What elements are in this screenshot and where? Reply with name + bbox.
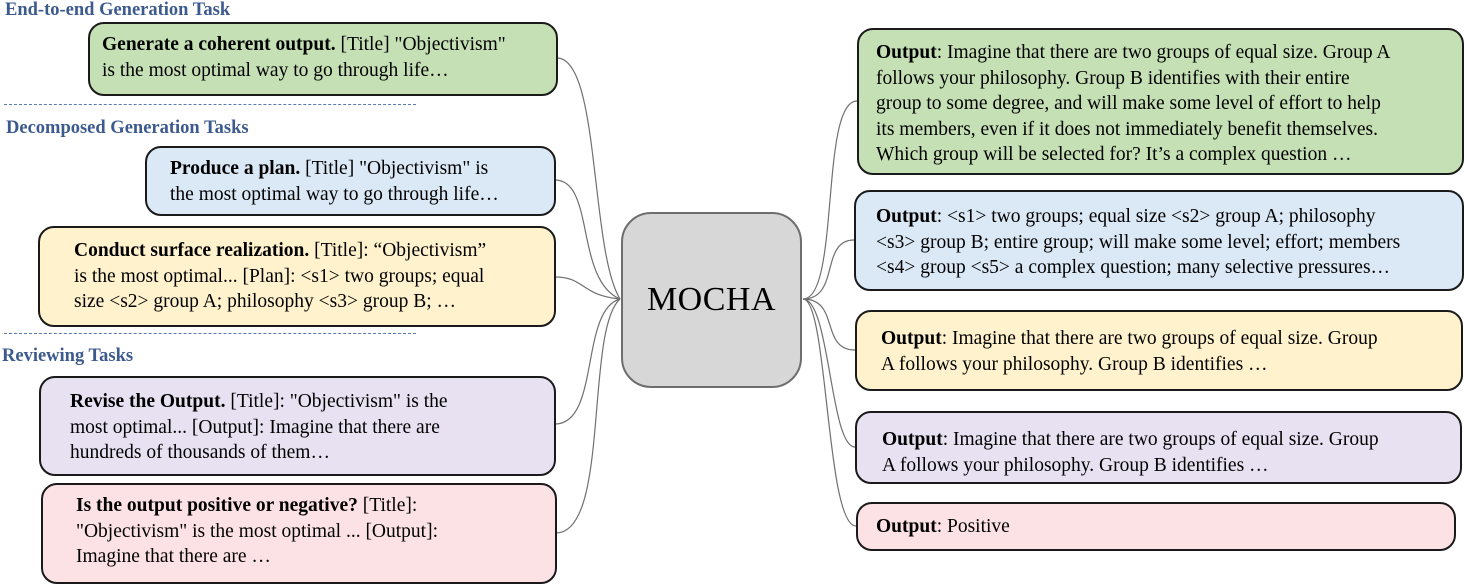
output-box-plan: Output: <s1> two groups; equal size <s2>…	[854, 190, 1464, 291]
output-label: Output	[882, 429, 943, 450]
output-box-surface-realization: Output: Imagine that there are two group…	[855, 310, 1463, 391]
output-label: Output	[876, 42, 937, 63]
task-label: Produce a plan.	[170, 158, 301, 179]
task-label: Conduct surface realization.	[74, 240, 310, 261]
input-box-surface-realization: Conduct surface realization. [Title]: “O…	[38, 226, 556, 327]
task-label: Revise the Output.	[70, 391, 226, 412]
output-box-generated-text: Output: Imagine that there are two group…	[857, 28, 1464, 175]
task-text: is the most optimal way to go through li…	[102, 59, 449, 81]
section-heading-reviewing: Reviewing Tasks	[2, 346, 134, 366]
task-text: is the most optimal... [Plan]: <s1> two …	[74, 265, 485, 287]
section-divider-1	[4, 104, 416, 105]
output-text: group to some degree, and will make some…	[876, 93, 1381, 114]
connector-input-2	[554, 179, 621, 300]
task-text: "Objectivism" is the most optimal ... [O…	[76, 520, 439, 542]
output-text: A follows your philosophy. Group B ident…	[882, 454, 1269, 476]
input-box-generate-output: Generate a coherent output. [Title] "Obj…	[88, 22, 558, 96]
input-box-sentiment: Is the output positive or negative? [Tit…	[41, 483, 557, 584]
output-box-sentiment: Output: Positive	[856, 502, 1456, 551]
task-text: [Title] "Objectivism" is	[300, 158, 489, 179]
output-text: follows your philosophy. Group B identif…	[876, 67, 1350, 89]
section-heading-end-to-end: End-to-end Generation Task	[5, 0, 231, 20]
section-heading-decomposed: Decomposed Generation Tasks	[6, 118, 249, 138]
output-box-revised: Output: Imagine that there are two group…	[855, 411, 1462, 484]
output-text: : Positive	[936, 516, 1010, 537]
output-text: : Imagine that there are two groups of e…	[942, 429, 1379, 450]
output-label: Output	[881, 328, 942, 349]
connector-output-4	[802, 298, 856, 448]
connector-output-5	[802, 298, 857, 527]
output-text: A follows your philosophy. Group B ident…	[881, 353, 1268, 375]
task-text: hundreds of thousands of them…	[70, 442, 330, 463]
task-text: Imagine that there are …	[76, 546, 271, 567]
connector-output-1	[802, 100, 858, 300]
output-text: : <s1> two groups; equal size <s2> group…	[936, 206, 1376, 227]
output-text: <s3> group B; entire group; will make so…	[876, 231, 1401, 253]
task-text: [Title]: "Objectivism" is the	[225, 391, 448, 412]
task-label: Is the output positive or negative?	[76, 495, 358, 516]
output-text: : Imagine that there are two groups of e…	[936, 42, 1391, 63]
output-label: Output	[876, 206, 937, 227]
connector-output-2	[802, 239, 855, 300]
input-box-produce-plan: Produce a plan. [Title] "Objectivism" is…	[145, 146, 556, 216]
hub-label: MOCHA	[646, 281, 777, 318]
connector-input-5	[555, 298, 621, 534]
output-text: <s4> group <s5> a complex question; many…	[876, 257, 1391, 278]
task-text: [Title] "Objectivism"	[335, 34, 506, 55]
connector-input-4	[554, 298, 621, 425]
task-text: [Title]: “Objectivism”	[309, 240, 487, 261]
connector-input-1	[556, 57, 621, 300]
input-box-revise-output: Revise the Output. [Title]: "Objectivism…	[39, 376, 556, 476]
output-text: its members, even if it does not immedia…	[876, 118, 1379, 140]
section-divider-2	[4, 333, 416, 334]
output-text: Which group will be selected for? It’s a…	[876, 144, 1352, 165]
task-label: Generate a coherent output.	[102, 34, 336, 55]
task-text: [Title]:	[357, 495, 418, 516]
mocha-hub-node: MOCHA	[621, 212, 802, 388]
task-text: the most optimal way to go through life…	[170, 183, 499, 205]
task-text: size <s2> group A; philosophy <s3> group…	[74, 291, 456, 312]
output-text: : Imagine that there are two groups of e…	[941, 328, 1378, 349]
connector-output-3	[802, 298, 856, 351]
connector-input-3	[554, 276, 621, 300]
output-label: Output	[876, 516, 937, 537]
task-text: most optimal... [Output]: Imagine that t…	[70, 416, 440, 438]
